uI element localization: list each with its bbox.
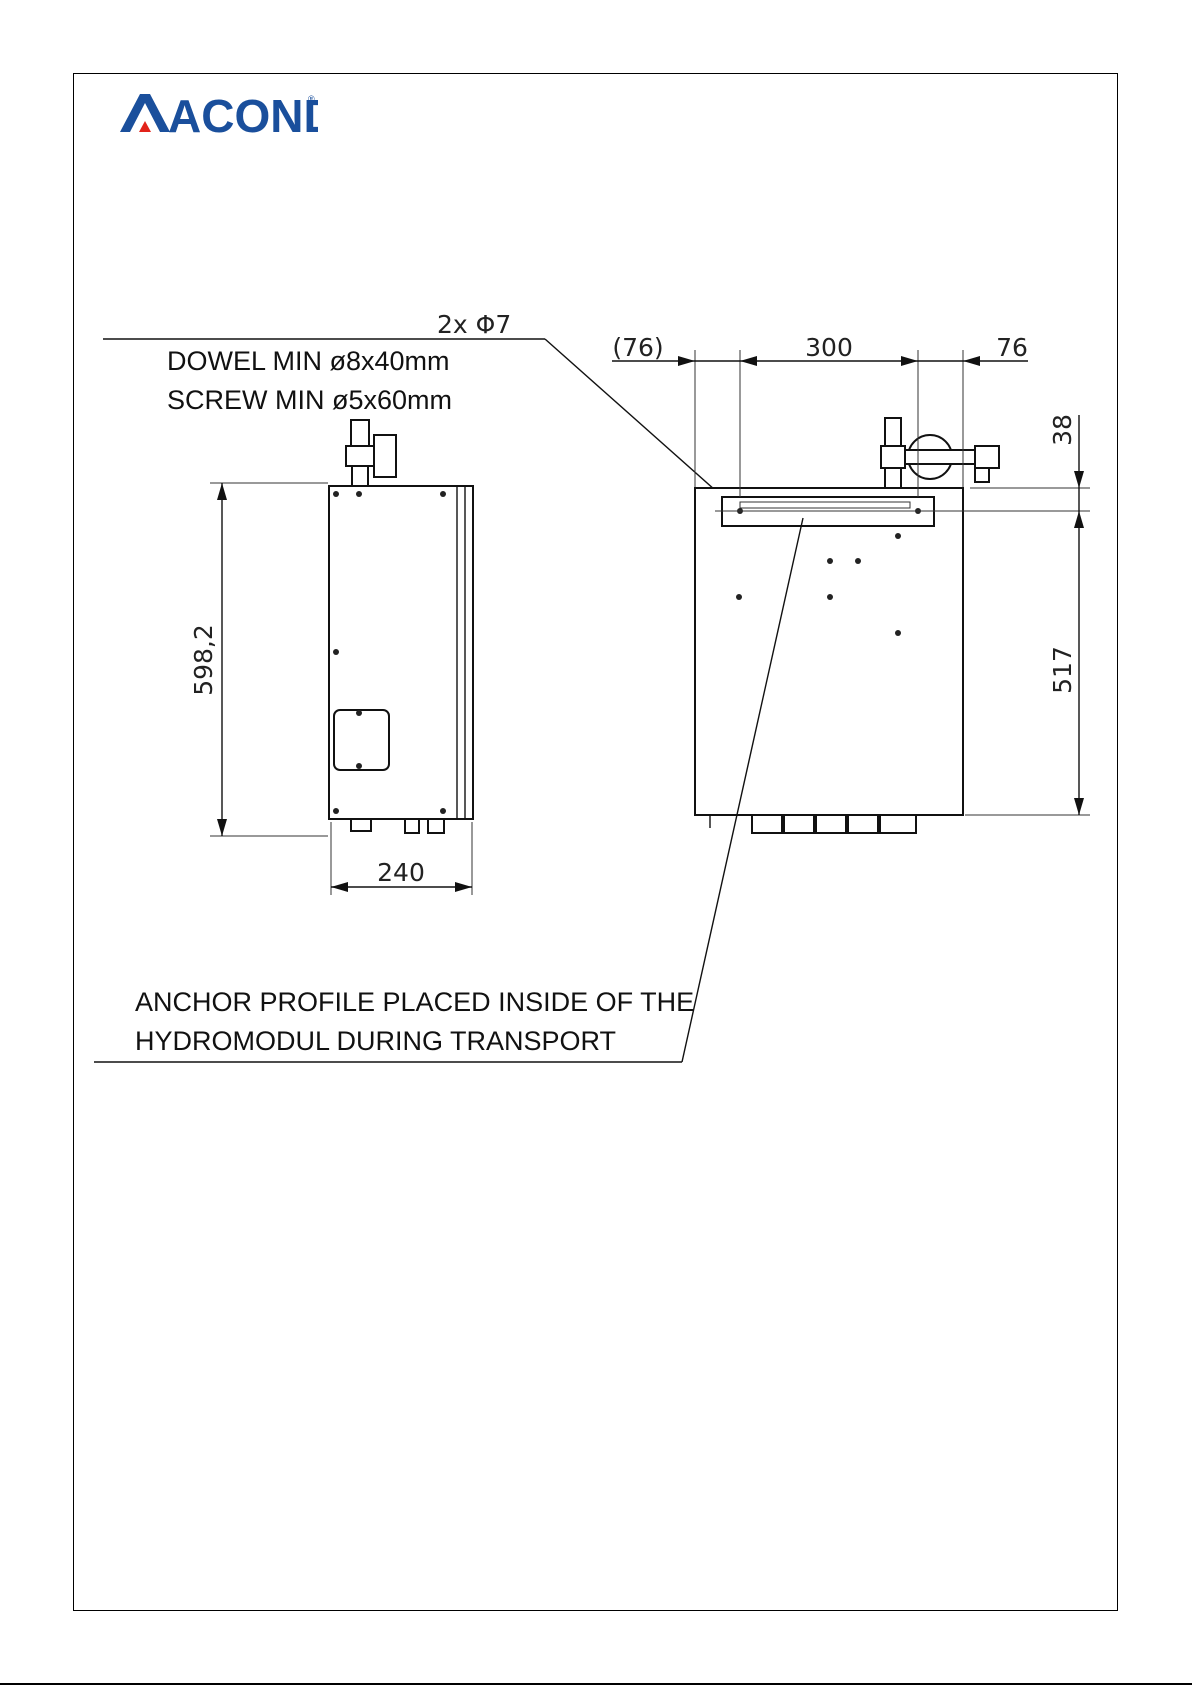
anchor-note-line2: HYDROMODUL DURING TRANSPORT (135, 1026, 616, 1056)
dim-hole-spacing: 300 (805, 333, 853, 362)
screw-note: SCREW MIN ø5x60mm (167, 385, 452, 415)
dim-width-side: 240 (377, 858, 425, 887)
front-connectors (710, 815, 916, 833)
technical-drawing: 2x Φ7 DOWEL MIN ø8x40mm SCREW MIN ø5x60m… (0, 0, 1192, 1100)
front-view: (76) 300 76 38 517 (612, 333, 1090, 833)
dim-mount-height: 517 (1048, 646, 1077, 694)
front-body (695, 488, 963, 815)
dim-top-offset: 38 (1048, 414, 1077, 446)
fixing-holes-label: 2x Φ7 (437, 310, 511, 339)
side-panel (334, 710, 389, 770)
front-valve (881, 418, 999, 488)
anchor-note-line1: ANCHOR PROFILE PLACED INSIDE OF THE (135, 987, 694, 1017)
dim-right-offset: 76 (996, 333, 1028, 362)
dim-height-side: 598,2 (189, 624, 218, 696)
side-view: 598,2 240 (189, 420, 473, 895)
dowel-note: DOWEL MIN ø8x40mm (167, 346, 450, 376)
dim-left-offset: (76) (612, 333, 663, 362)
side-valve (346, 420, 396, 488)
